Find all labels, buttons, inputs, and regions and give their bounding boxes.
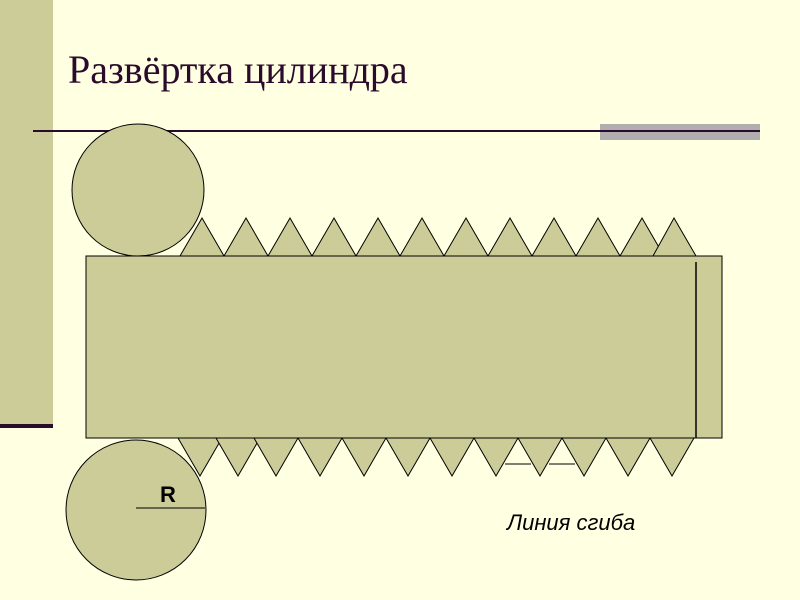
title-divider-accent-line [600,130,760,132]
bottom-teeth [177,437,695,477]
bottom-base-circle [65,439,207,581]
lateral-surface [85,255,723,439]
slide-title: Развёртка цилиндра [68,47,408,92]
title-divider [33,130,760,132]
fold-line-label: Линия сгиба [507,510,636,535]
top-teeth [179,216,697,257]
radius-label: R [160,482,176,507]
left-bar-underline [0,424,53,428]
title-divider-accent [600,124,760,140]
top-base-circle [71,123,205,257]
left-decorative-bar [0,0,53,426]
